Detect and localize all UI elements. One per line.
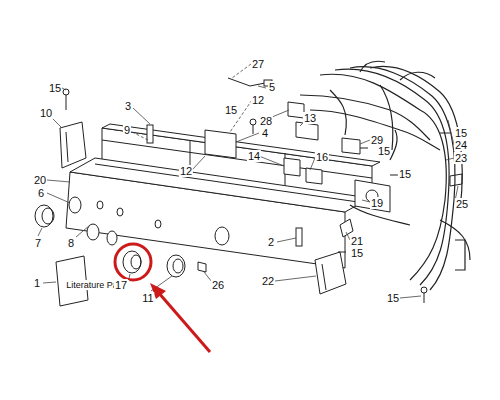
callout-number: 15 xyxy=(386,292,400,304)
callout-number: 23 xyxy=(454,152,468,164)
switch xyxy=(205,130,236,158)
callout-number: 12 xyxy=(251,94,265,106)
callout-number: 1 xyxy=(33,277,41,289)
callout-number: 15 xyxy=(377,145,391,157)
knob-seal xyxy=(167,255,185,277)
callout-number: 27 xyxy=(251,58,265,70)
callout-number: 4 xyxy=(261,127,269,139)
callout-number: 10 xyxy=(39,107,53,119)
callout-number: 3 xyxy=(124,100,132,112)
end-cap xyxy=(60,122,86,168)
callout-number: 16 xyxy=(315,151,329,163)
end-cap xyxy=(315,252,346,294)
callout-number: 15 xyxy=(454,127,468,139)
highlight-circle xyxy=(115,244,151,280)
callout-number: 15 xyxy=(398,168,412,180)
callout-number: 13 xyxy=(303,112,317,124)
callout-number: 15 xyxy=(350,247,364,259)
callout-number: 21 xyxy=(350,235,364,247)
callout-number: 11 xyxy=(141,292,154,304)
wire-harness xyxy=(300,61,470,290)
callout-number: 2 xyxy=(267,236,275,248)
callout-number: 28 xyxy=(259,115,273,127)
callout-number: 17 xyxy=(114,279,128,291)
knob xyxy=(123,251,141,273)
callout-number: 9 xyxy=(123,124,131,136)
callout-number: 25 xyxy=(455,198,469,210)
callout-number: 19 xyxy=(370,197,384,209)
callout-number: 12 xyxy=(179,165,193,177)
callout-number: 24 xyxy=(454,139,468,151)
callout-number: 26 xyxy=(211,279,225,291)
knob xyxy=(35,205,53,227)
callout-number: 15 xyxy=(48,82,62,94)
callout-number: 14 xyxy=(247,150,261,162)
callout-number: 5 xyxy=(268,81,276,93)
leader-lines xyxy=(38,64,458,298)
callout-number: 7 xyxy=(34,237,42,249)
highlight-arrow xyxy=(158,292,210,352)
console-parts xyxy=(35,61,470,306)
callout-number: 8 xyxy=(67,237,75,249)
callout-number: 22 xyxy=(261,275,275,287)
timer xyxy=(355,180,390,212)
callout-number: 15 xyxy=(224,104,238,116)
callout-number: 6 xyxy=(37,187,45,199)
callout-number: 20 xyxy=(33,174,47,186)
